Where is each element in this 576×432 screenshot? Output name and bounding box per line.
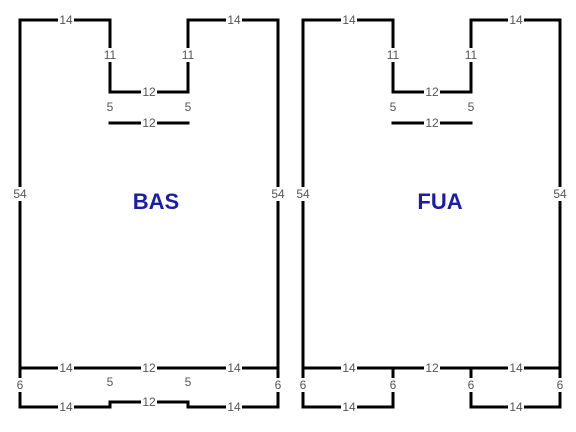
fua-dim-neck-step-left: 5 (390, 100, 397, 114)
piece-label-bas: BAS (133, 189, 179, 214)
fua-dim-hem-edge-left: 6 (300, 378, 307, 392)
fua-dim-neck-step-right: 5 (468, 100, 475, 114)
bas-dim-neck-left: 11 (104, 48, 117, 62)
fua-dim-hem-step-left: 6 (390, 378, 397, 392)
piece-fua: 14 14 11 11 12 5 5 12 54 54 14 12 14 6 6… (295, 13, 568, 414)
piece-label-fua: FUA (417, 189, 462, 214)
bas-dim-hem-step-right: 5 (185, 375, 192, 389)
fua-dim-hem-step-right: 6 (468, 378, 475, 392)
bas-dim-top-left: 14 (59, 13, 73, 27)
fua-dim-hem-mid: 12 (425, 361, 439, 375)
fua-dim-top-right: 14 (509, 13, 523, 27)
bas-dim-neck-outer: 12 (142, 116, 156, 130)
bas-dim-hem-step-left: 5 (107, 375, 114, 389)
fua-dim-neck-right: 11 (465, 48, 478, 62)
bas-dim-base-left: 14 (59, 400, 73, 414)
fua-dim-base-right: 14 (509, 400, 523, 414)
fua-dim-hem-left: 14 (342, 361, 356, 375)
fua-dim-side-right: 54 (553, 187, 567, 201)
bas-dim-hem-edge-left: 6 (17, 378, 24, 392)
fua-dim-neck-inner: 12 (425, 85, 439, 99)
fua-dim-neck-outer: 12 (425, 116, 439, 130)
piece-bas: 14 14 11 11 12 5 5 12 54 54 14 12 14 6 6… (12, 13, 286, 414)
bas-dim-top-right: 14 (227, 13, 241, 27)
bas-dim-base-right: 14 (227, 400, 241, 414)
bas-dim-neck-step-right: 5 (185, 100, 192, 114)
bas-dim-neck-step-left: 5 (107, 100, 114, 114)
bas-dim-base-mid: 12 (142, 395, 156, 409)
bas-dim-hem-right: 14 (227, 361, 241, 375)
bas-dim-hem-edge-right: 6 (275, 378, 282, 392)
fua-dim-neck-left: 11 (387, 48, 400, 62)
bas-dim-neck-right: 11 (182, 48, 195, 62)
bas-dim-side-right: 54 (271, 187, 285, 201)
fua-dim-base-left: 14 (342, 400, 356, 414)
fua-dim-top-left: 14 (342, 13, 356, 27)
fua-dim-hem-edge-right: 6 (557, 378, 564, 392)
bas-dim-neck-inner: 12 (142, 85, 156, 99)
bas-dim-hem-mid: 12 (142, 361, 156, 375)
fua-dim-hem-right: 14 (509, 361, 523, 375)
bas-dim-hem-left: 14 (59, 361, 73, 375)
bas-dim-side-left: 54 (13, 187, 27, 201)
fua-dim-side-left: 54 (296, 187, 310, 201)
